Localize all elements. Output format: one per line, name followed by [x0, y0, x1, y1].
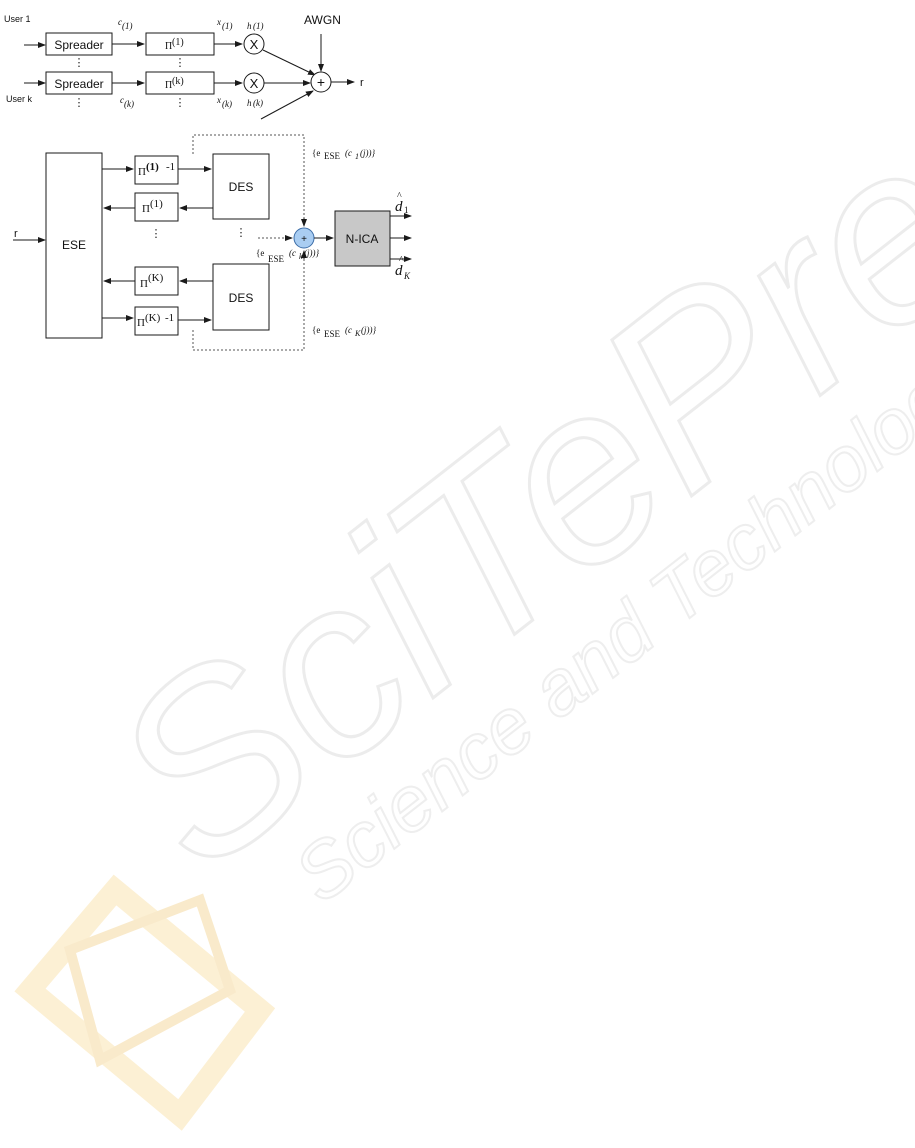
- svg-text:(c: (c: [345, 148, 352, 158]
- hk-sym: h: [247, 98, 252, 108]
- feedback-label-K: {e ESE (c K (j))}: [312, 325, 376, 339]
- awgn-label: AWGN: [304, 13, 341, 27]
- svg-text:(c: (c: [345, 325, 352, 335]
- svg-text:d: d: [395, 199, 403, 215]
- deinterleaver-1-sup: (1): [146, 161, 159, 173]
- interleaver-rx-1-pi: Π: [142, 203, 150, 215]
- receiver: r ESE Π (1) -1 Π (1) ⋮ DES ⋮: [13, 135, 411, 350]
- svg-text:(c: (c: [289, 248, 296, 258]
- svg-text:{e: {e: [312, 325, 320, 335]
- tx-output-r: r: [360, 77, 364, 89]
- deinterleaver-K-pi: Π: [137, 317, 145, 329]
- h1-sym: h: [247, 21, 252, 31]
- rx-dots-1: ⋮: [151, 228, 162, 240]
- deinterleaver-1-inv: -1: [166, 161, 175, 173]
- xk-sym: x: [216, 95, 221, 105]
- tx-dots-3: ⋮: [74, 97, 85, 109]
- deinterleaver-K-inv: -1: [165, 312, 174, 324]
- interleaver-1-sup: (1): [172, 37, 184, 48]
- c1-sub: (1): [122, 21, 133, 31]
- ese-label: ESE: [62, 238, 86, 252]
- interleaver-k-sup: (k): [172, 76, 184, 87]
- h1-sub: (1): [253, 21, 264, 31]
- ck-sub: (k): [124, 99, 134, 109]
- des-block-K-label: DES: [229, 291, 254, 305]
- transmitter: User 1 Spreader c (1) Π (1) x (1) h (1) …: [4, 13, 364, 119]
- userk-label: User k: [6, 94, 33, 104]
- svg-text:k: k: [299, 252, 303, 261]
- tx-dots-2: ⋮: [175, 57, 186, 69]
- spreader-1-label: Spreader: [54, 38, 103, 52]
- x1-sub: (1): [222, 21, 233, 31]
- svg-text:ESE: ESE: [268, 254, 285, 264]
- hk-sub: (k): [253, 98, 263, 108]
- feedback-label-k: {e ESE (c k (j))}: [256, 248, 319, 264]
- spreader-k-label: Spreader: [54, 77, 103, 91]
- x1-sym: x: [216, 17, 221, 27]
- nica-label: N-ICA: [346, 232, 379, 246]
- rx-dots-2: ⋮: [236, 227, 247, 239]
- multiplier-1-label: X: [250, 37, 259, 52]
- svg-text:1: 1: [355, 152, 359, 161]
- output-d1: ^ d 1: [395, 191, 409, 215]
- svg-text:{e: {e: [312, 148, 320, 158]
- interleaver-rx-K-pi: Π: [140, 278, 148, 290]
- svg-text:(j))}: (j))}: [361, 325, 376, 335]
- interleaver-rx-1-sup: (1): [150, 198, 163, 210]
- tx-dots-4: ⋮: [175, 97, 186, 109]
- svg-text:ESE: ESE: [324, 329, 341, 339]
- svg-text:(j))}: (j))}: [304, 248, 319, 258]
- svg-text:ESE: ESE: [324, 151, 341, 161]
- feedback-label-1: {e ESE (c 1 (j))}: [312, 148, 375, 161]
- svg-text:{e: {e: [256, 248, 264, 258]
- deinterleaver-1-pi: Π: [138, 166, 146, 178]
- rx-input-r: r: [14, 228, 18, 240]
- svg-text:(j))}: (j))}: [360, 148, 375, 158]
- multiplier-k-label: X: [250, 76, 259, 91]
- des-block-1-label: DES: [229, 180, 254, 194]
- svg-text:K: K: [354, 329, 361, 338]
- channel-adder-label: +: [317, 74, 325, 90]
- deinterleaver-K-sup: (K): [145, 312, 161, 324]
- tx-dots-1: ⋮: [74, 57, 85, 69]
- svg-text:K: K: [403, 271, 411, 281]
- combiner-label: +: [301, 234, 307, 245]
- svg-text:1: 1: [404, 205, 409, 215]
- interleaver-rx-K-sup: (K): [148, 272, 164, 284]
- user1-label: User 1: [4, 14, 31, 24]
- svg-text:d: d: [395, 263, 403, 279]
- xk-sub: (k): [222, 99, 232, 109]
